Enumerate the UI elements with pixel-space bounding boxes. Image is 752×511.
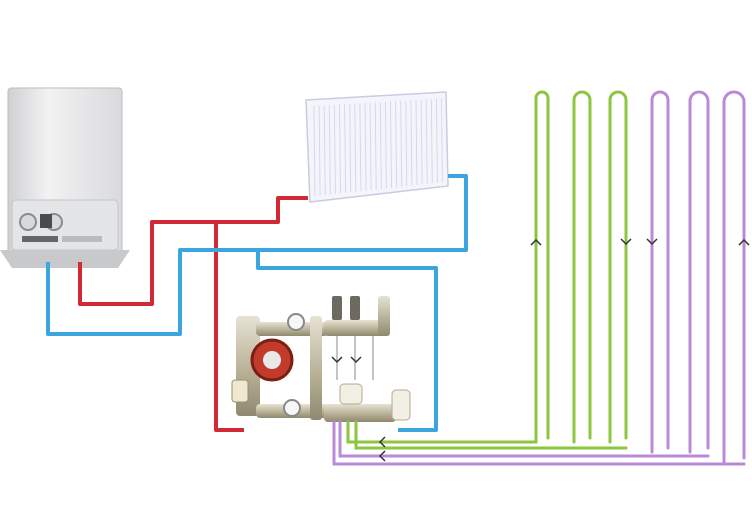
radiator-fin bbox=[435, 98, 438, 183]
radiator-fin bbox=[390, 101, 392, 188]
loop-feed-line-4 bbox=[332, 420, 746, 466]
loop-feed-line-1 bbox=[346, 420, 538, 444]
return-pipes bbox=[46, 174, 468, 432]
boiler-dial-left-icon bbox=[19, 213, 37, 231]
manifold-valve-2-icon bbox=[350, 296, 360, 320]
radiator-fin bbox=[374, 102, 377, 190]
flow-arrow-down-icon bbox=[646, 238, 658, 246]
floor-loop-1 bbox=[534, 90, 550, 444]
radiator-fin bbox=[359, 103, 362, 192]
floor-loop-4 bbox=[650, 90, 670, 454]
manifold bbox=[324, 296, 411, 422]
radiator-fin bbox=[349, 103, 352, 193]
loop-feed-line-2 bbox=[354, 420, 628, 450]
radiator-fin bbox=[395, 101, 398, 188]
radiator-fin bbox=[405, 100, 408, 187]
manifold-valve-1-icon bbox=[332, 296, 342, 320]
flow-arrows bbox=[331, 238, 750, 462]
floor-loop-6 bbox=[722, 90, 746, 464]
flow-arrow-up-icon bbox=[738, 238, 750, 246]
radiator-fin bbox=[318, 105, 321, 196]
radiator-fin bbox=[354, 103, 357, 192]
radiator-fin bbox=[415, 99, 418, 186]
air-vent-icon bbox=[378, 296, 390, 336]
radiator-fin bbox=[425, 99, 428, 184]
floor-loop-5 bbox=[688, 90, 710, 454]
supply-thermometer-icon bbox=[287, 313, 305, 331]
boiler bbox=[0, 87, 130, 268]
manifold-return-pipe bbox=[256, 250, 438, 432]
flow-arrow-left-icon bbox=[378, 450, 386, 462]
radiator-fin bbox=[410, 100, 413, 186]
radiator-fin bbox=[420, 99, 423, 185]
radiator-fin bbox=[369, 102, 372, 190]
flow-arrow-up-icon bbox=[530, 238, 542, 246]
pump-group bbox=[231, 313, 328, 420]
radiator-fin bbox=[344, 104, 347, 193]
floor-loop-3 bbox=[608, 90, 628, 444]
return-thermometer-icon bbox=[283, 399, 301, 417]
flow-arrow-left-icon bbox=[378, 436, 386, 448]
radiator-fin bbox=[339, 104, 341, 194]
radiator-fin bbox=[364, 102, 367, 191]
supply-pipes bbox=[78, 196, 308, 432]
flow-arrow-down-icon bbox=[620, 238, 632, 246]
radiator-fin bbox=[313, 105, 316, 197]
radiator-fin bbox=[379, 102, 382, 189]
underfloor-loops bbox=[332, 90, 746, 466]
boiler-return-pipe bbox=[46, 174, 468, 336]
floor-loop-2 bbox=[572, 90, 592, 444]
radiator bbox=[305, 91, 449, 203]
radiator-fin bbox=[384, 101, 387, 189]
flow-arrow-down-icon bbox=[331, 356, 343, 364]
boiler-display-icon bbox=[40, 214, 52, 228]
loop-feed-line-3 bbox=[338, 420, 710, 458]
radiator-fin bbox=[441, 98, 443, 183]
radiator-fin bbox=[333, 104, 336, 194]
pump-supply-pipe bbox=[214, 222, 244, 432]
radiator-fin bbox=[328, 105, 331, 195]
radiator-fin bbox=[430, 99, 433, 184]
boiler-supply-pipe bbox=[78, 196, 308, 306]
flow-arrow-down-icon bbox=[350, 356, 362, 364]
radiator-fin bbox=[400, 100, 403, 187]
radiator-fin bbox=[323, 105, 326, 195]
